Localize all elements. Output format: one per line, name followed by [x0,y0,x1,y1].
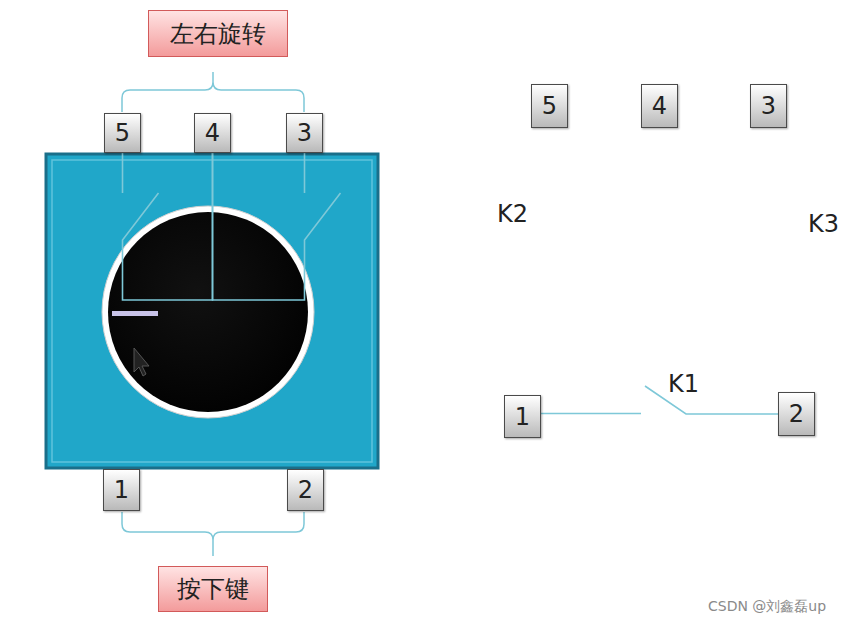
bracket [122,512,304,556]
knob-ring [102,206,314,418]
pin-box: 5 [531,84,568,128]
encoder-body [46,154,378,468]
pin-number: 4 [652,92,667,120]
pin-number: 3 [297,119,312,147]
pin-box: 1 [504,395,541,438]
bracket [122,72,304,112]
switch-wire [213,153,341,300]
function-label: 左右旋转 [170,18,266,50]
switch-name: K1 [668,370,699,398]
pin-box: 2 [778,392,815,436]
pin-box: 1 [103,469,140,511]
pin-number: 3 [761,92,776,120]
watermark: CSDN @刘鑫磊up [708,598,826,616]
pin-number: 1 [114,476,129,504]
switch-wire [123,153,213,300]
switch-name: K2 [497,200,528,228]
pin-number: 5 [115,119,130,147]
switch-wire [541,386,778,414]
function-label: 按下键 [177,573,249,605]
function-tag: 按下键 [158,566,268,612]
pin-number: 4 [205,119,220,147]
pin-box: 4 [194,113,231,153]
pin-number: 5 [542,92,557,120]
pin-box: 3 [750,84,787,128]
knob-indicator [112,311,158,316]
pin-box: 5 [104,113,141,153]
pin-number: 2 [789,400,804,428]
pin-box: 4 [641,84,678,128]
pin-number: 2 [298,476,313,504]
pin-box: 3 [286,113,323,153]
knob [108,212,308,412]
function-tag: 左右旋转 [148,10,288,57]
switch-name: K3 [808,210,839,238]
cursor-icon [134,348,149,376]
pin-box: 2 [287,469,324,511]
pin-number: 1 [515,403,530,431]
